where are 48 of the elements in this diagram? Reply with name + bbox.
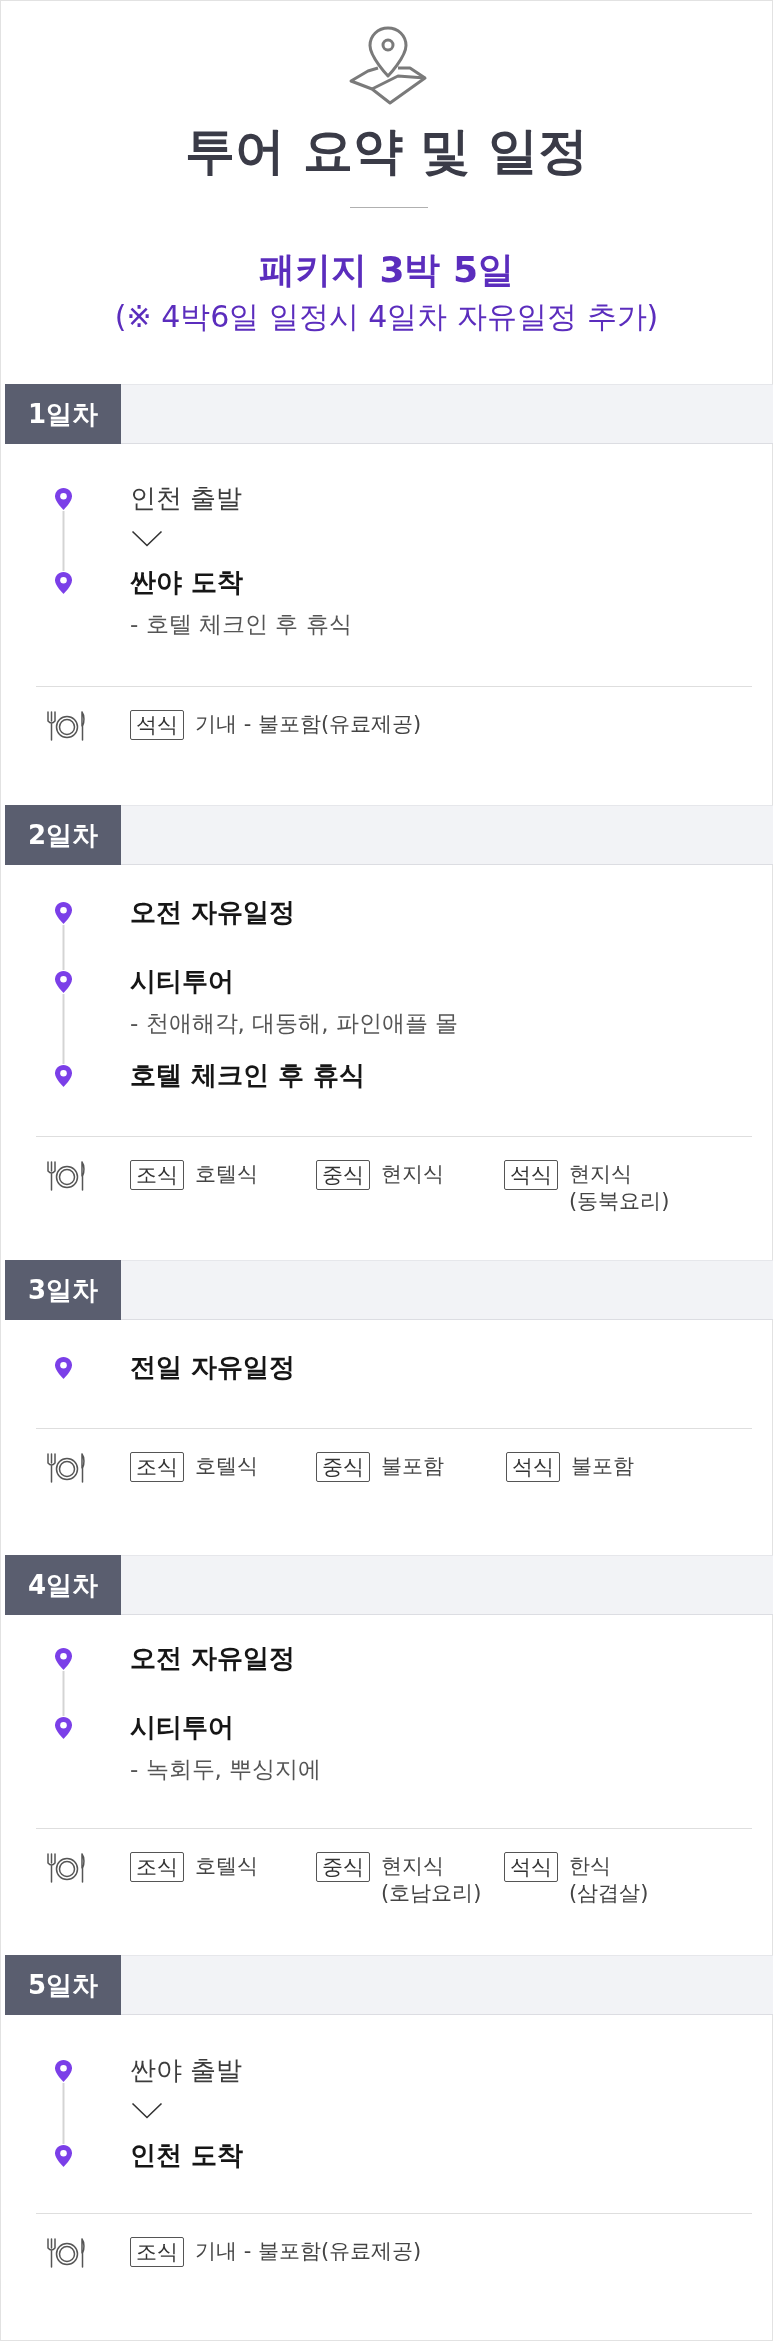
meal-detail: 한식 (삼겹살) bbox=[569, 1853, 649, 1907]
meal-type-tag: 중식 bbox=[316, 1852, 370, 1882]
meal-type-tag: 조식 bbox=[130, 2237, 184, 2267]
stop-title: 오전 자유일정 bbox=[130, 1643, 296, 1673]
meal-type-tag: 중식 bbox=[316, 1452, 370, 1482]
meal-detail: 호텔식 bbox=[195, 1853, 258, 1880]
meal-type-tag: 석식 bbox=[504, 1160, 558, 1190]
meal-detail: 기내 - 불포함(유료제공) bbox=[195, 711, 422, 738]
meal-detail: 불포함 bbox=[381, 1453, 444, 1480]
stop-title: 호텔 체크인 후 휴식 bbox=[130, 1060, 366, 1090]
day-tab: 1일차 bbox=[5, 384, 121, 444]
timeline-line bbox=[62, 1670, 65, 1717]
meal-detail: 호텔식 bbox=[195, 1161, 258, 1188]
timeline-line bbox=[62, 924, 65, 971]
meal-type-tag: 석식 bbox=[504, 1852, 558, 1882]
stop-title: 싼야 도착 bbox=[130, 567, 244, 597]
meal-type-tag: 조식 bbox=[130, 1160, 184, 1190]
package-title: 패키지 3박 5일 bbox=[258, 248, 515, 292]
meal-type-tag: 석식 bbox=[506, 1452, 560, 1482]
meal-detail: 현지식 (동북요리) bbox=[569, 1161, 670, 1215]
stop-title: 전일 자유일정 bbox=[130, 1352, 296, 1382]
meal-detail: 불포함 bbox=[571, 1453, 634, 1480]
stop-title: 오전 자유일정 bbox=[130, 897, 296, 927]
stop-note: - 천애해각, 대동해, 파인애플 몰 bbox=[130, 1009, 459, 1038]
meal-type-tag: 조식 bbox=[130, 1452, 184, 1482]
page-title: 투어 요약 및 일정 bbox=[185, 121, 588, 182]
stop-title: 시티투어 bbox=[130, 1712, 234, 1742]
meal-detail: 호텔식 bbox=[195, 1453, 258, 1480]
stop-note: - 녹회두, 뿌싱지에 bbox=[130, 1755, 322, 1784]
itinerary-note: (※ 4박6일 일정시 4일차 자유일정 추가) bbox=[114, 298, 659, 336]
timeline-line bbox=[62, 993, 65, 1065]
meal-detail: 현지식 bbox=[381, 1161, 444, 1188]
day-tab: 5일차 bbox=[5, 1955, 121, 2015]
meal-detail: 현지식 (호남요리) bbox=[381, 1853, 482, 1907]
stop-title: 인천 출발 bbox=[130, 483, 243, 513]
stop-title: 시티투어 bbox=[130, 966, 234, 996]
meal-detail: 기내 - 불포함(유료제공) bbox=[195, 2238, 422, 2265]
stop-title: 인천 도착 bbox=[130, 2140, 244, 2170]
stop-title: 싼야 출발 bbox=[130, 2055, 243, 2085]
day-tab: 3일차 bbox=[5, 1260, 121, 1320]
stop-note: - 호텔 체크인 후 휴식 bbox=[130, 610, 352, 639]
meal-type-tag: 석식 bbox=[130, 710, 184, 740]
timeline-line bbox=[62, 510, 65, 572]
meal-type-tag: 중식 bbox=[316, 1160, 370, 1190]
meal-type-tag: 조식 bbox=[130, 1852, 184, 1882]
timeline-line bbox=[62, 2082, 65, 2145]
day-tab: 2일차 bbox=[5, 805, 121, 865]
day-tab: 4일차 bbox=[5, 1555, 121, 1615]
